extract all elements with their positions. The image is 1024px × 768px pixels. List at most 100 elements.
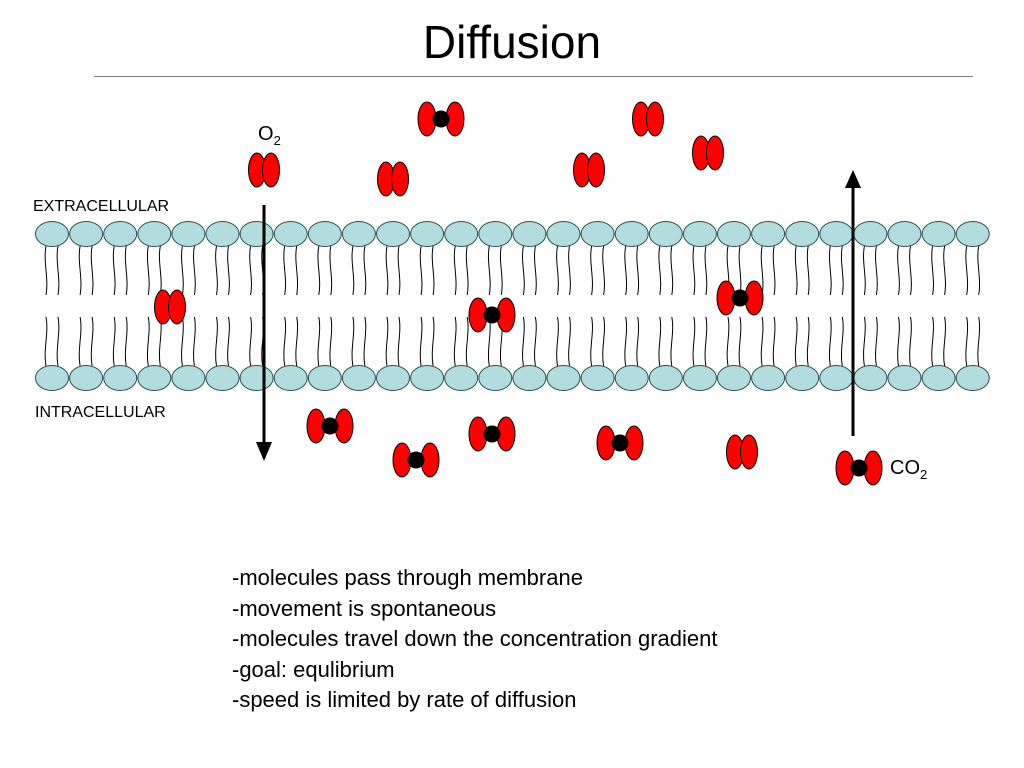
phospholipid-head — [239, 365, 274, 391]
phospholipid-head — [614, 221, 649, 247]
lipid-tails — [317, 245, 333, 367]
phospholipid-head — [580, 365, 615, 391]
lipid-tails — [385, 245, 401, 367]
o2-molecule — [692, 135, 724, 171]
lipid-tails — [965, 245, 981, 367]
phospholipid-head — [853, 365, 888, 391]
note-item: -molecules travel down the concentration… — [232, 626, 718, 651]
phospholipid-head — [887, 365, 922, 391]
phospholipid-head — [137, 221, 172, 247]
phospholipid-head — [307, 365, 342, 391]
phospholipid-head — [444, 365, 479, 391]
phospholipid-head — [35, 221, 69, 247]
phospholipid-head — [717, 365, 751, 391]
lipid-tails — [283, 245, 299, 367]
phospholipid-head — [478, 365, 513, 391]
lipid-tails — [931, 245, 946, 367]
phospholipid-head — [682, 221, 717, 247]
phospholipid-head — [239, 221, 274, 247]
phospholipid-head — [307, 221, 342, 247]
phospholipid-head — [785, 365, 820, 391]
phospholipid-head — [717, 221, 751, 247]
lipid-tails — [897, 245, 912, 367]
o2-label: O2 — [258, 123, 281, 148]
lipid-tails — [419, 245, 435, 367]
phospholipid-head — [512, 221, 547, 247]
phospholipid-head — [273, 365, 308, 391]
extracellular-label: EXTRACELLULAR — [33, 198, 169, 215]
phospholipid-head — [103, 221, 138, 247]
phospholipid-head — [273, 221, 308, 247]
note-item: -molecules pass through membrane — [232, 565, 583, 590]
co2-molecule — [468, 416, 516, 452]
phospholipid-head — [751, 221, 786, 247]
lipid-tails — [828, 245, 844, 367]
phospholipid-head — [376, 221, 410, 247]
phospholipid-head — [137, 365, 172, 391]
phospholipid-head — [69, 365, 104, 391]
lipid-tails — [624, 245, 640, 367]
lipid-tails — [522, 245, 537, 367]
lipid-tails — [556, 245, 571, 367]
slide-title: Diffusion — [422, 16, 602, 68]
lipid-tails — [44, 245, 60, 367]
phospholipid-head — [512, 365, 547, 391]
o2-molecule — [377, 161, 409, 197]
lipid-tails — [658, 245, 674, 367]
phospholipid-head — [682, 365, 717, 391]
lipid-tails — [863, 245, 878, 367]
phospholipid-head — [614, 365, 649, 391]
phospholipid-head — [171, 221, 206, 247]
phospholipid-head — [205, 365, 240, 391]
phospholipid-head — [887, 221, 922, 247]
o2-molecule — [632, 101, 664, 137]
phospholipid-head — [921, 221, 956, 247]
phospholipid-head — [444, 221, 479, 247]
phospholipid-head — [410, 221, 445, 247]
phospholipid-head — [955, 221, 990, 247]
phospholipid-head — [341, 365, 376, 391]
lipid-bilayer — [35, 221, 990, 391]
phospholipid-head — [580, 221, 615, 247]
co2-molecule — [392, 442, 440, 478]
phospholipid-head — [410, 365, 445, 391]
phospholipid-head — [35, 365, 69, 391]
o2-molecule — [154, 289, 186, 325]
co2-label: CO2 — [890, 457, 927, 482]
note-item: -movement is spontaneous — [232, 595, 497, 621]
co2-molecule — [835, 450, 883, 486]
lipid-tails — [590, 245, 605, 367]
phospholipid-head — [171, 365, 206, 391]
lipid-tails — [112, 245, 128, 367]
phospholipid-head — [546, 221, 581, 247]
co2-molecule — [596, 425, 644, 461]
lipid-tails — [760, 245, 776, 367]
o2-molecule — [248, 152, 280, 188]
lipid-tails — [794, 245, 810, 367]
phospholipid-head — [955, 365, 990, 391]
lipid-tails — [692, 245, 708, 367]
notes-list: -molecules pass through membrane -moveme… — [232, 563, 718, 716]
co2-outflow-arrow — [845, 170, 861, 436]
phospholipid-head — [853, 221, 888, 247]
co2-molecule — [468, 297, 516, 333]
phospholipid-head — [478, 221, 513, 247]
o2-inflow-arrow — [256, 205, 272, 461]
phospholipid-head — [341, 221, 376, 247]
intracellular-label: INTRACELLULAR — [35, 404, 166, 421]
lipid-tails — [351, 245, 367, 367]
phospholipid-head — [648, 365, 683, 391]
phospholipid-head — [648, 221, 683, 247]
co2-molecule — [417, 101, 465, 137]
phospholipid-head — [205, 221, 240, 247]
phospholipid-head — [103, 365, 138, 391]
lipid-tails — [453, 245, 469, 367]
phospholipid-head — [785, 221, 820, 247]
phospholipid-head — [69, 221, 104, 247]
phospholipid-head — [921, 365, 956, 391]
title-divider — [94, 76, 973, 77]
lipid-tails — [181, 245, 196, 367]
lipid-tails — [215, 245, 230, 367]
lipid-tails — [78, 245, 94, 367]
